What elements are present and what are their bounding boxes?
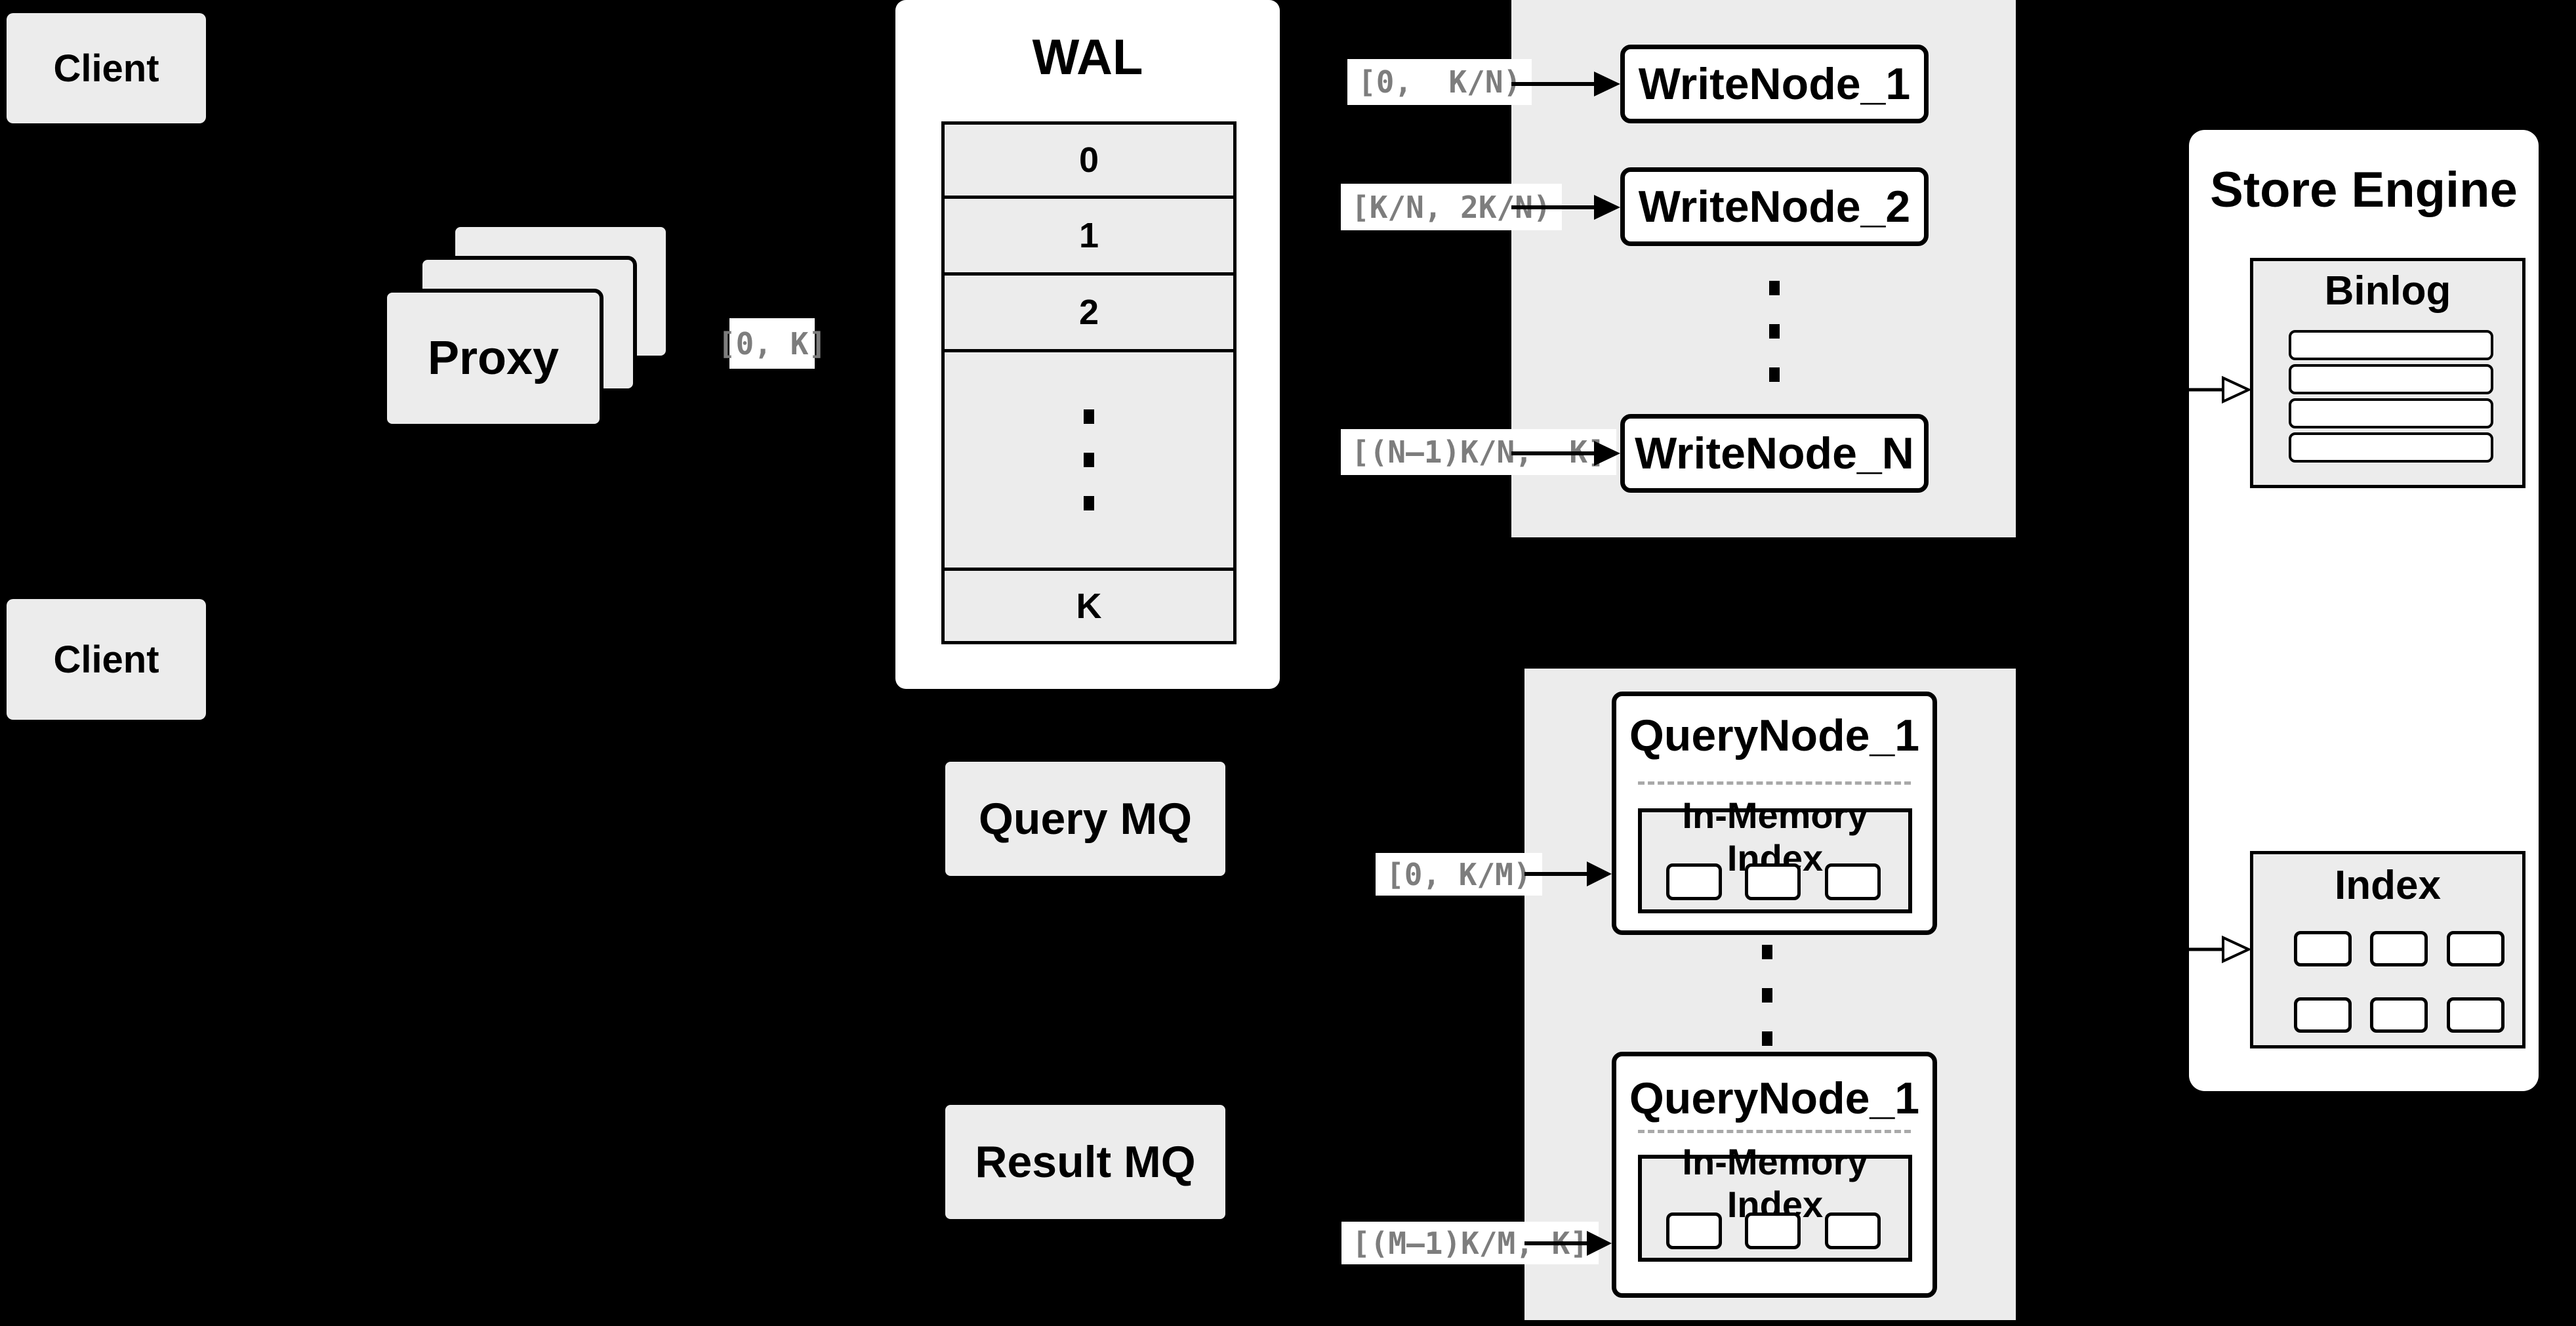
wal-segment-2: 2: [945, 276, 1233, 352]
wal-segment-k: K: [945, 571, 1233, 641]
in-memory-index-1-text: In-Memory Index: [1682, 795, 1868, 879]
wal-segment-0: 0: [945, 125, 1233, 199]
index-cell: [2370, 997, 2428, 1033]
binlog-row: [2289, 330, 2493, 360]
interval-label-write-2: [K/N, 2K/N): [1341, 184, 1562, 230]
interval-query-1-text: [0, K/M): [1386, 856, 1532, 892]
wal-segment-ellipsis: [945, 352, 1233, 571]
index-cell: [2370, 931, 2428, 966]
write-node-n: WriteNode_N: [1620, 414, 1929, 493]
interval-label-query-1: [0, K/M): [1376, 853, 1542, 896]
wal-segment-table: 0 1 2 K: [941, 121, 1237, 644]
interval-label-proxy-wal: [0, K]: [718, 318, 827, 369]
binlog-box: Binlog: [2250, 258, 2525, 488]
hollow-arrow-right-icon: [2189, 936, 2251, 963]
client-box-bottom: Client: [7, 599, 206, 720]
memory-segment-cell: [1666, 863, 1722, 900]
query-mq-box: Query MQ: [945, 762, 1225, 876]
write-node-1-label: WriteNode_1: [1638, 59, 1911, 109]
hollow-arrow-right-icon: [2189, 376, 2251, 404]
wal-segment-2-text: 2: [1078, 293, 1099, 332]
interval-write-1-text: [0, K/N): [1358, 64, 1522, 100]
query-mq-label: Query MQ: [979, 794, 1192, 844]
memory-segment-cell: [1825, 863, 1881, 900]
wal-title: WAL: [895, 28, 1280, 87]
dashed-divider: [1638, 781, 1911, 785]
wal-title-text: WAL: [1032, 29, 1143, 85]
in-memory-index-1-title: In-Memory Index: [1642, 795, 1908, 879]
index-title-text: Index: [2335, 862, 2441, 908]
in-memory-index-box-2: In-Memory Index: [1638, 1141, 1912, 1262]
proxy-stack: Proxy: [383, 223, 672, 433]
index-cell: [2447, 931, 2504, 966]
query-node-2-title-text: QueryNode_1: [1629, 1073, 1920, 1123]
binlog-row: [2289, 398, 2493, 428]
query-node-2: QueryNode_1 In-Memory Index: [1612, 1052, 1937, 1298]
memory-segment-cell: [1666, 1212, 1722, 1249]
write-nodes-ellipsis-icon: [1769, 281, 1780, 382]
result-mq-label: Result MQ: [975, 1137, 1196, 1187]
store-engine-box: Store Engine Binlog Index: [2189, 130, 2539, 1091]
binlog-title: Binlog: [2253, 266, 2522, 315]
vertical-ellipsis-icon: [1084, 409, 1094, 510]
wal-segment-1: 1: [945, 199, 1233, 276]
index-cell: [2294, 997, 2352, 1033]
wal-segment-k-text: K: [1076, 586, 1102, 626]
write-node-2: WriteNode_2: [1620, 167, 1929, 246]
client-box-top: Client: [7, 13, 206, 123]
store-engine-title-text: Store Engine: [2210, 161, 2518, 218]
store-engine-title: Store Engine: [2189, 160, 2539, 219]
query-nodes-ellipsis-icon: [1762, 945, 1772, 1046]
arrow-right-icon: [1511, 195, 1620, 220]
in-memory-index-box-1: In-Memory Index: [1638, 795, 1912, 913]
index-cell: [2294, 931, 2352, 966]
interval-write-n-text: [(N–1)K/N, K]: [1351, 434, 1606, 470]
proxy-label: Proxy: [427, 332, 560, 384]
client-top-label: Client: [53, 47, 159, 90]
proxy-card-front: Proxy: [383, 289, 603, 428]
write-node-2-label: WriteNode_2: [1638, 182, 1911, 232]
query-node-1-title: QueryNode_1: [1616, 709, 1932, 762]
in-memory-index-2-title: In-Memory Index: [1642, 1141, 1908, 1225]
arrow-right-icon: [1511, 72, 1620, 96]
write-node-1: WriteNode_1: [1620, 45, 1929, 123]
binlog-title-text: Binlog: [2324, 268, 2451, 314]
interval-proxy-wal-text: [0, K]: [717, 325, 827, 362]
in-memory-index-2-text: In-Memory Index: [1682, 1141, 1868, 1225]
index-cell: [2447, 997, 2504, 1033]
query-node-2-title: QueryNode_1: [1616, 1072, 1932, 1125]
wal-box: WAL 0 1 2 K: [895, 0, 1280, 689]
memory-segment-cell: [1745, 1212, 1801, 1249]
arrow-right-icon: [1511, 441, 1620, 466]
interval-label-write-1: [0, K/N): [1347, 59, 1532, 105]
wal-segment-0-text: 0: [1078, 140, 1099, 180]
wal-segment-1-text: 1: [1078, 216, 1099, 255]
result-mq-box: Result MQ: [945, 1105, 1225, 1219]
index-box: Index: [2250, 851, 2525, 1048]
query-node-1-title-text: QueryNode_1: [1629, 711, 1920, 760]
query-node-1: QueryNode_1 In-Memory Index: [1612, 692, 1937, 935]
write-node-n-label: WriteNode_N: [1635, 428, 1914, 478]
memory-segment-cell: [1825, 1212, 1881, 1249]
client-bottom-label: Client: [53, 638, 159, 681]
memory-segment-cell: [1745, 863, 1801, 900]
arrow-right-icon: [1524, 1231, 1612, 1256]
dashed-divider: [1638, 1130, 1911, 1133]
binlog-row: [2289, 364, 2493, 394]
index-title: Index: [2253, 861, 2522, 909]
arrow-right-icon: [1524, 861, 1612, 886]
binlog-row: [2289, 432, 2493, 463]
